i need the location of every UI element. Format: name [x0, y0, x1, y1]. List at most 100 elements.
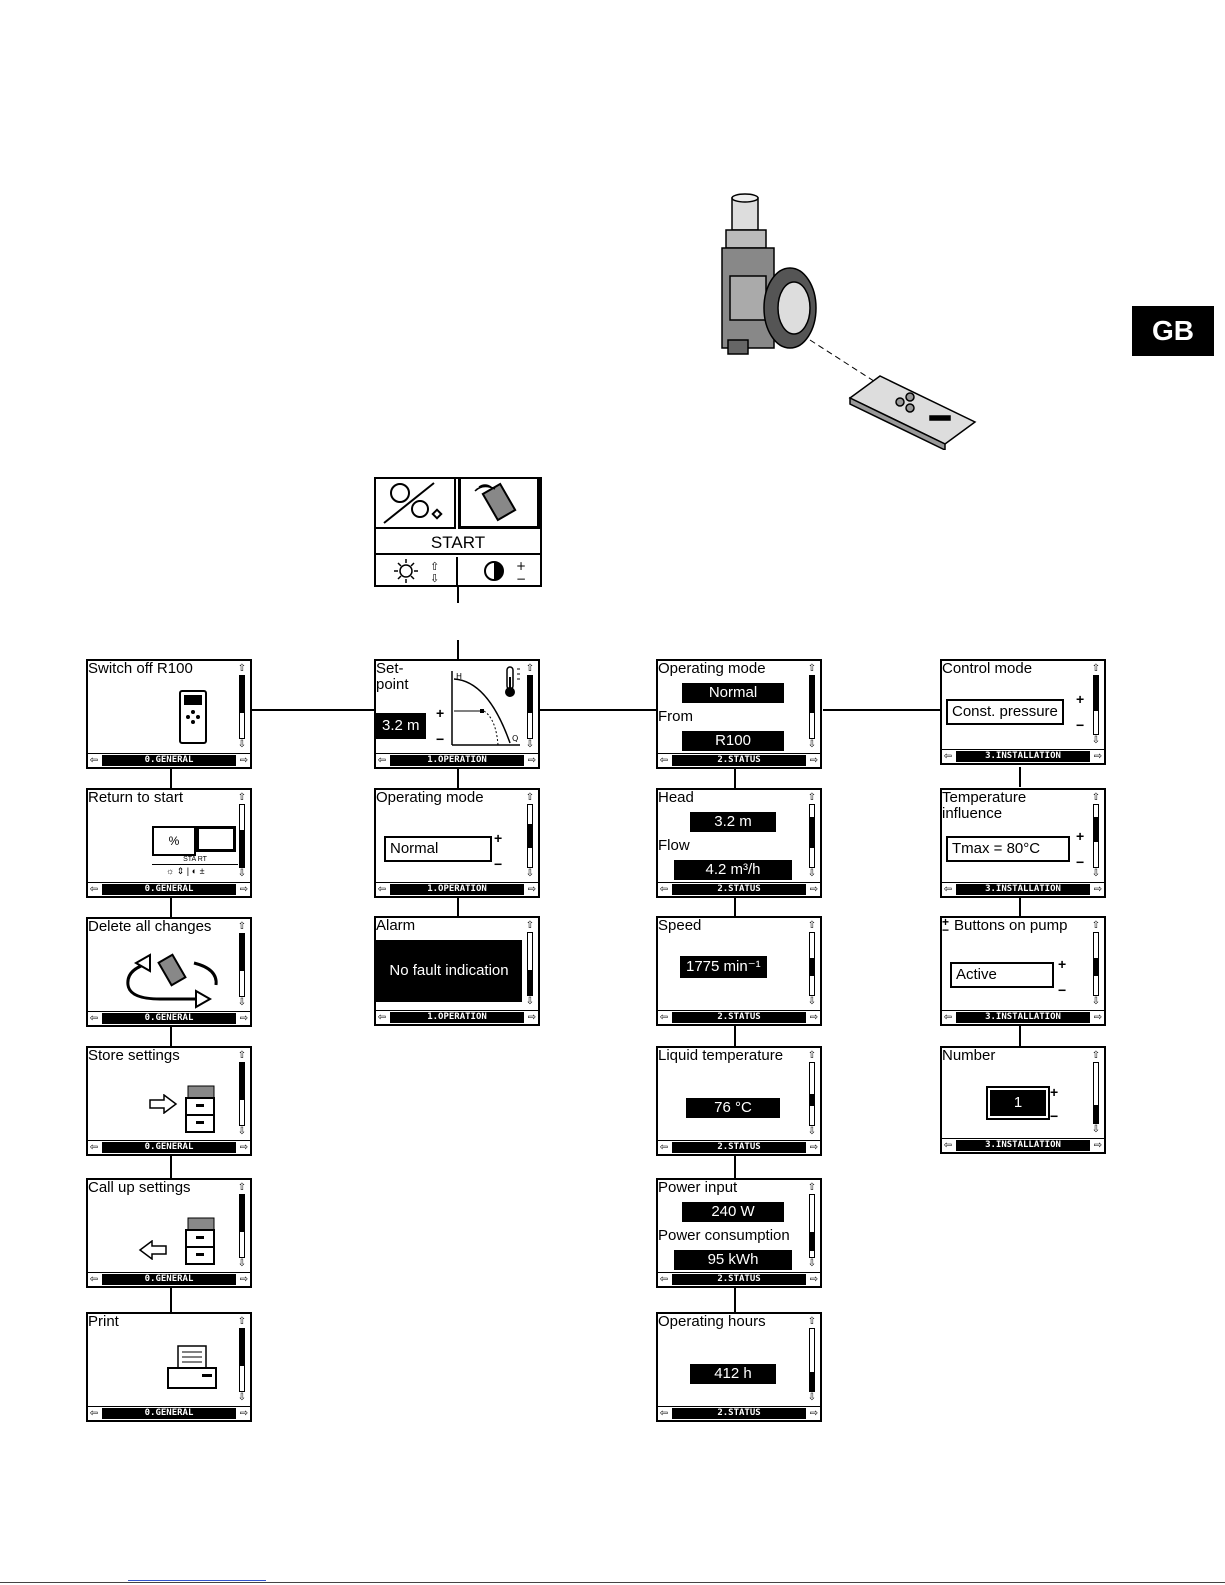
screen-title: Operating mode — [376, 789, 484, 806]
decrease-icon[interactable]: − — [1076, 717, 1085, 733]
increase-icon[interactable]: + — [1050, 1084, 1059, 1100]
operating-mode-select[interactable]: Normal — [384, 836, 492, 862]
screen-title: Return to start — [88, 789, 184, 806]
scrollbar[interactable]: ⇧⇩ — [237, 1182, 247, 1269]
menu-footer: 0.GENERAL — [102, 755, 236, 766]
svg-text:+: + — [516, 559, 526, 573]
screen-head-flow: Head 3.2 m Flow 4.2 m³/h ⇧⇩ ⇦2.STATUS⇨ — [656, 788, 822, 898]
scrollbar[interactable]: ⇧⇩ — [525, 663, 535, 750]
increase-icon[interactable]: + — [436, 705, 445, 721]
screen-title: Store settings — [88, 1047, 180, 1064]
language-badge: GB — [1132, 306, 1214, 356]
decrease-icon[interactable]: − — [1076, 854, 1085, 870]
menu-footer: 1.OPERATION — [390, 755, 524, 766]
scrollbar[interactable]: ⇧⇩ — [807, 1182, 817, 1269]
menu-footer: 2.STATUS — [672, 1012, 806, 1023]
arrow-left-icon — [138, 1240, 167, 1260]
screen-liquid-temperature: Liquid temperature 76 °C ⇧⇩ ⇦2.STATUS⇨ — [656, 1046, 822, 1156]
arrow-right-icon — [149, 1094, 178, 1114]
connector — [457, 769, 459, 789]
screen-title: Delete all changes — [88, 918, 212, 935]
menu-footer: 3.INSTALLATION — [956, 751, 1090, 762]
screen-setpoint: Set- point 3.2 m + − H Q ⇧⇩ ⇦1.OPERATION… — [374, 659, 540, 769]
clock-menu-tile[interactable] — [376, 479, 456, 529]
curve-h-label: H — [456, 672, 462, 681]
scrollbar[interactable]: ⇧⇩ — [807, 792, 817, 879]
screen-title: Set- — [376, 660, 404, 677]
decrease-icon[interactable]: − — [1058, 982, 1067, 998]
tmax-select[interactable]: Tmax = 80°C — [946, 836, 1070, 862]
scrollbar[interactable]: ⇧⇩ — [807, 920, 817, 1007]
mini-start-label: STA RT — [152, 855, 238, 865]
liquid-temp-label: Liquid temperature — [658, 1047, 784, 1064]
scrollbar[interactable]: ⇧⇩ — [807, 1316, 817, 1403]
control-mode-select[interactable]: Const. pressure — [946, 699, 1064, 725]
screen-title-line2: point — [376, 676, 409, 693]
menu-footer: 1.OPERATION — [390, 1012, 524, 1023]
remote-menu-tile[interactable] — [458, 479, 540, 529]
screen-store-settings: Store settings ⇧⇩ ⇦0.GENERAL⇨ — [86, 1046, 252, 1156]
power-input-label: Power input — [658, 1179, 738, 1196]
decrease-icon[interactable]: − — [494, 856, 503, 872]
decrease-icon[interactable]: − — [1050, 1108, 1059, 1124]
number-value[interactable]: 1 — [986, 1086, 1050, 1120]
connector — [734, 1288, 736, 1312]
connector — [734, 1026, 736, 1046]
screen-call-up-settings: Call up settings ⇧⇩ ⇦0.GENERAL⇨ — [86, 1178, 252, 1288]
buttons-select[interactable]: Active — [950, 962, 1054, 988]
setpoint-value[interactable]: 3.2 m — [376, 713, 426, 739]
screen-title: Operating mode — [658, 660, 766, 677]
operating-hours-value: 412 h — [690, 1364, 776, 1384]
decrease-icon[interactable]: − — [436, 731, 445, 747]
connector — [734, 1156, 736, 1178]
brightness-control[interactable]: ⇧ ⇩ — [376, 557, 458, 585]
increase-icon[interactable]: + — [1076, 828, 1085, 844]
pump-and-remote-illustration — [721, 193, 977, 450]
from-value: R100 — [682, 731, 784, 751]
screen-return-to-start: Return to start % STA RT ☼ ⇕ | ◐ ± ⇧⇩ ⇦0… — [86, 788, 252, 898]
increase-icon[interactable]: + — [1058, 956, 1067, 972]
thermometer-icon — [505, 666, 520, 697]
flow-label: Flow — [658, 837, 690, 854]
scrollbar[interactable]: ⇧⇩ — [525, 792, 535, 879]
scrollbar[interactable]: ⇧⇩ — [1091, 1050, 1101, 1135]
scrollbar[interactable]: ⇧⇩ — [807, 663, 817, 750]
connector — [540, 709, 657, 711]
scrollbar[interactable]: ⇧⇩ — [237, 663, 247, 750]
scrollbar[interactable]: ⇧⇩ — [1091, 920, 1101, 1007]
connector — [734, 898, 736, 916]
scrollbar[interactable]: ⇧⇩ — [237, 1316, 247, 1403]
scrollbar[interactable]: ⇧⇩ — [237, 1050, 247, 1137]
connector — [170, 1027, 172, 1047]
scrollbar[interactable]: ⇧⇩ — [237, 921, 247, 1008]
clock-icon — [383, 482, 443, 524]
from-label: From — [658, 708, 693, 725]
alarm-value: No fault indication — [376, 940, 522, 1002]
plus-minus-icon: +− — [942, 915, 950, 937]
screen-title: Alarm — [376, 917, 416, 934]
contrast-control[interactable]: + − — [460, 557, 540, 586]
scrollbar[interactable]: ⇧⇩ — [525, 920, 535, 1007]
screen-title: Switch off R100 — [88, 660, 193, 677]
scrollbar[interactable]: ⇧⇩ — [807, 1050, 817, 1137]
svg-text:⇩: ⇩ — [430, 572, 439, 585]
screen-title: Temperature — [942, 789, 1027, 806]
increase-icon[interactable]: + — [1076, 691, 1085, 707]
connector — [457, 640, 459, 660]
screen-status-operating-mode: Operating mode Normal From R100 ⇧⇩ ⇦2.ST… — [656, 659, 822, 769]
menu-footer: 2.STATUS — [672, 1408, 806, 1419]
scrollbar[interactable]: ⇧⇩ — [237, 792, 247, 879]
menu-footer: 2.STATUS — [672, 884, 806, 895]
scrollbar[interactable]: ⇧⇩ — [1091, 663, 1101, 746]
screen-number: Number 1 + − ⇧⇩ ⇦3.INSTALLATION⇨ — [940, 1046, 1106, 1154]
page-bottom-rule — [0, 1582, 1225, 1583]
mini-start-screen: % STA RT ☼ ⇕ | ◐ ± — [152, 826, 238, 876]
scrollbar[interactable]: ⇧⇩ — [1091, 792, 1101, 879]
menu-footer: 3.INSTALLATION — [956, 884, 1090, 895]
pump-icon — [721, 193, 817, 355]
increase-icon[interactable]: + — [494, 830, 503, 846]
svg-text:−: − — [516, 572, 526, 585]
speed-label: Speed — [658, 917, 702, 934]
screen-title: Call up settings — [88, 1179, 191, 1196]
connector — [1019, 767, 1021, 787]
